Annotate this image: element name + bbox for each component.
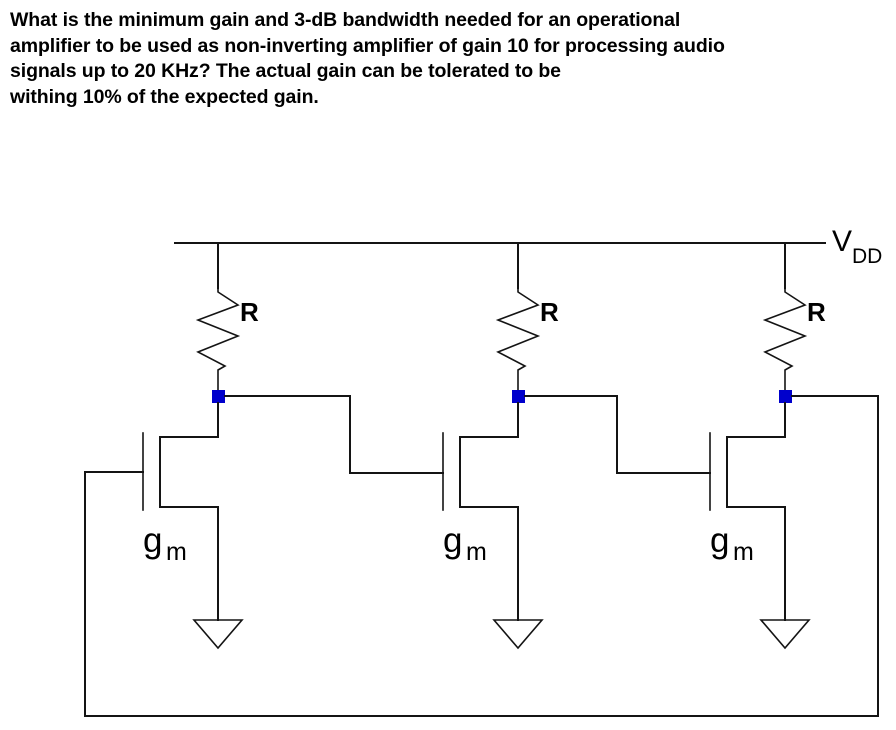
stage1-source-wire <box>159 506 219 621</box>
question-text: What is the minimum gain and 3-dB bandwi… <box>10 9 725 108</box>
amplifier-stage-1: R g m <box>84 242 444 650</box>
stage3-transconductance-label-main: g <box>710 521 729 560</box>
stage1-ground-icon <box>192 619 244 650</box>
stage1-to-stage2-interconnect <box>224 395 444 474</box>
stage3-resistor-symbol <box>762 287 808 391</box>
stage1-transconductance-label-main: g <box>143 521 162 560</box>
stage3-transconductance-label-sub: m <box>733 538 754 566</box>
stage2-transconductance-label-sub: m <box>466 538 487 566</box>
stage2-ground-icon <box>492 619 544 650</box>
stage3-source-wire <box>726 506 786 621</box>
stage2-drain-wire <box>459 402 519 438</box>
stage1-drain-wire <box>159 402 219 438</box>
stage3-output-node-marker <box>779 390 792 403</box>
amplifier-stage-2: R g m <box>442 242 711 650</box>
stage2-resistor-label: R <box>540 297 559 327</box>
stage1-resistor-symbol <box>195 287 241 391</box>
stage3-ground-icon <box>759 619 811 650</box>
stage2-transconductance-label-main: g <box>443 521 462 560</box>
stage1-transconductance-label-sub: m <box>166 538 187 566</box>
stage1-resistor-label: R <box>240 297 259 327</box>
vdd-label-main: V <box>832 225 852 258</box>
stage2-source-wire <box>459 506 519 621</box>
vdd-label-sub: DD <box>852 245 882 268</box>
stage3-resistor-label: R <box>807 297 826 327</box>
feedback-loop-wire <box>84 395 879 717</box>
stage2-to-stage3-interconnect <box>524 395 711 474</box>
stage1-output-node-marker <box>212 390 225 403</box>
amplifier-stage-3: R g m <box>84 242 879 717</box>
stage3-drain-wire <box>726 402 786 438</box>
stage2-resistor-symbol <box>495 287 541 391</box>
stage2-output-node-marker <box>512 390 525 403</box>
